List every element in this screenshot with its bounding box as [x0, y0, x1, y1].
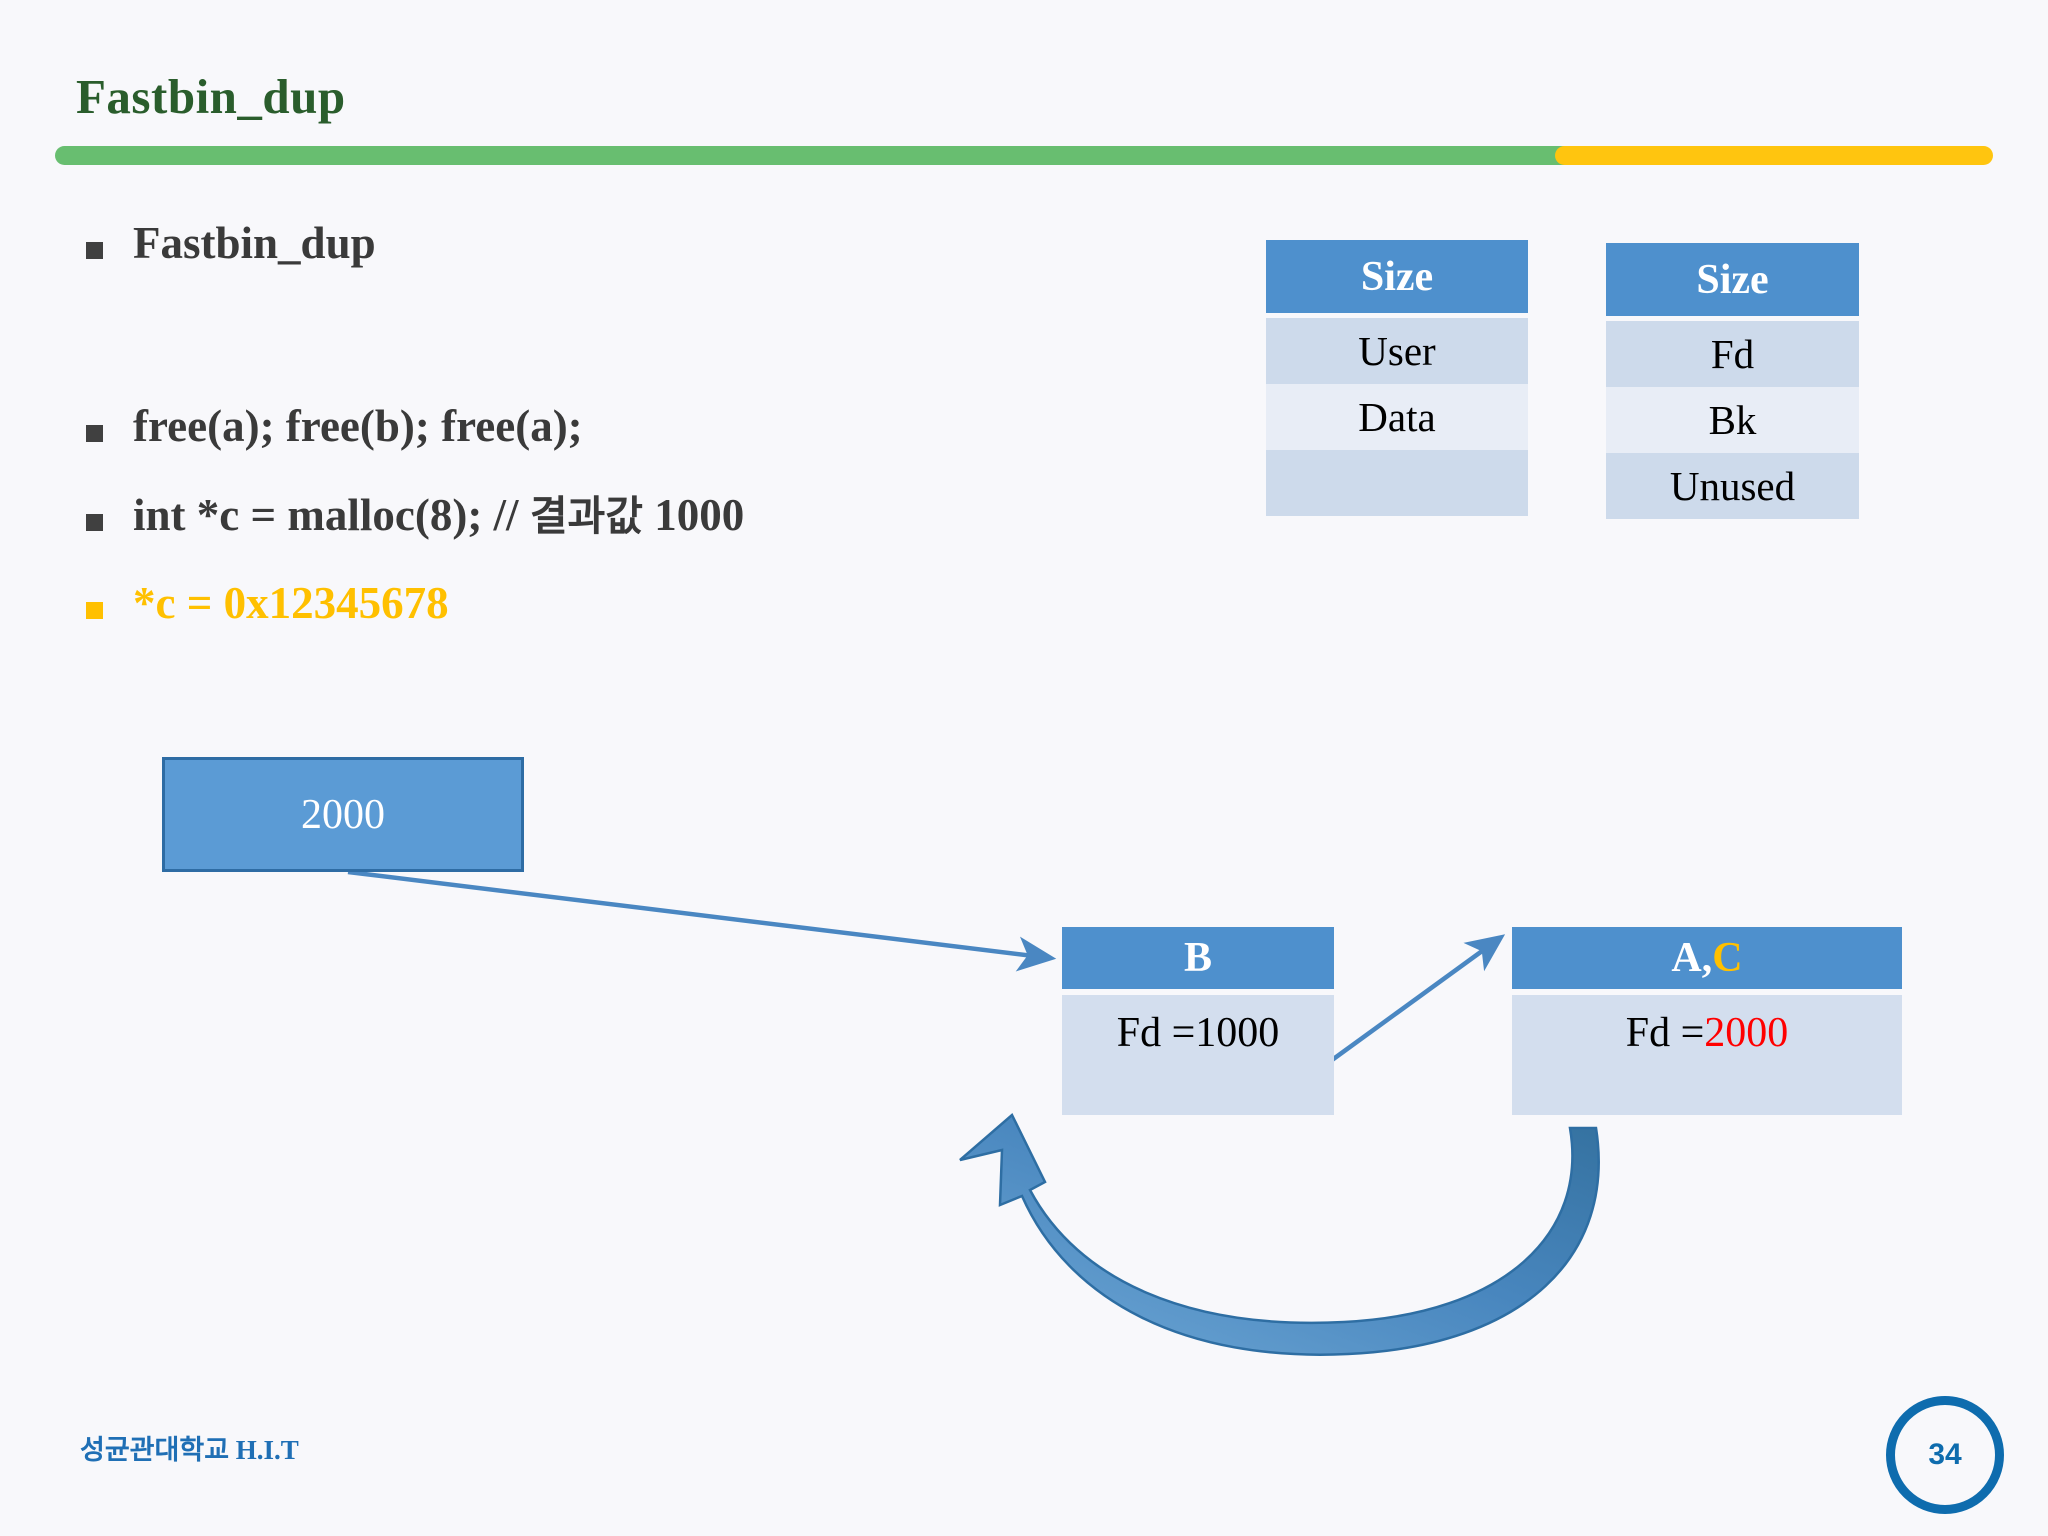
- bullet-marker-icon: [86, 242, 103, 259]
- page-title: Fastbin_dup: [76, 69, 346, 124]
- bullet-marker-icon: [86, 514, 103, 531]
- chunk-row-empty: [1266, 450, 1528, 516]
- chunk-table-right: Size Fd Bk Unused: [1606, 243, 1859, 519]
- title-divider-gold: [1555, 146, 1993, 165]
- chunk-node-b-body: Fd = 1000: [1062, 995, 1334, 1115]
- bullet-label-1: free(a); free(b); free(a);: [133, 401, 583, 451]
- arrow-curved-body: [988, 1118, 1624, 1381]
- footer-org-english: H.I.T: [229, 1435, 299, 1465]
- chunk-node-b: B Fd = 1000: [1062, 927, 1334, 1115]
- bullet-item-0: Fastbin_dup: [86, 218, 376, 268]
- chunk-row-unused: Unused: [1606, 453, 1859, 519]
- node-ac-label-a: A: [1671, 935, 1702, 981]
- bullet-item-1: free(a); free(b); free(a);: [86, 401, 583, 451]
- chunk-node-b-header: B: [1062, 927, 1334, 989]
- node-ac-fd-value: 2000: [1704, 1010, 1789, 1056]
- chunk-node-ac: A , C Fd = 2000: [1512, 927, 1902, 1115]
- bullet-marker-icon: [86, 425, 103, 442]
- chunk-header-cell: Size: [1266, 240, 1528, 313]
- bullet-marker-icon: [86, 602, 103, 619]
- page-number-badge: 34: [1886, 1396, 2004, 1514]
- chunk-node-ac-header: A , C: [1512, 927, 1902, 989]
- node-b-fd-label: Fd =: [1116, 1010, 1196, 1056]
- footer-organization: 성균관대학교 H.I.T: [80, 1428, 299, 1467]
- node-b-fd-value: 1000: [1195, 1010, 1280, 1056]
- bullet-item-2: int *c = malloc(8); // 결과값 1000: [86, 490, 745, 540]
- bullet-label-0: Fastbin_dup: [133, 218, 376, 268]
- bullet-korean-text: 결과값: [529, 492, 643, 540]
- bullet-label-3: *c = 0x12345678: [133, 578, 449, 628]
- arrow-2000-to-b: [347, 869, 1057, 972]
- node-ac-label-c: C: [1712, 935, 1743, 981]
- chunk-row-fd: Fd: [1606, 321, 1859, 387]
- pointer-box-2000: 2000: [162, 757, 524, 872]
- bullet-code-prefix: int *c = malloc(8); //: [133, 490, 530, 540]
- node-ac-fd-label: Fd =: [1625, 1010, 1705, 1056]
- chunk-node-ac-body: Fd = 2000: [1512, 995, 1902, 1115]
- bullet-label-2: int *c = malloc(8); // 결과값 1000: [133, 490, 745, 540]
- chunk-row-user: User: [1266, 318, 1528, 384]
- chunk-row-bk: Bk: [1606, 387, 1859, 453]
- page-number-value: 34: [1928, 1438, 1962, 1471]
- chunk-table-left: Size User Data: [1266, 240, 1528, 516]
- bullet-code-tail: 1000: [642, 490, 745, 540]
- chunk-row-data: Data: [1266, 384, 1528, 450]
- node-ac-separator: ,: [1701, 935, 1713, 981]
- bullet-item-3: *c = 0x12345678: [86, 578, 449, 628]
- chunk-header-cell: Size: [1606, 243, 1859, 316]
- footer-org-korean: 성균관대학교: [80, 1435, 230, 1466]
- arrow-curved-ac-to-b: [959, 1112, 1600, 1356]
- arrow-b-to-ac: [1330, 934, 1506, 1062]
- title-divider-green: [55, 146, 1609, 165]
